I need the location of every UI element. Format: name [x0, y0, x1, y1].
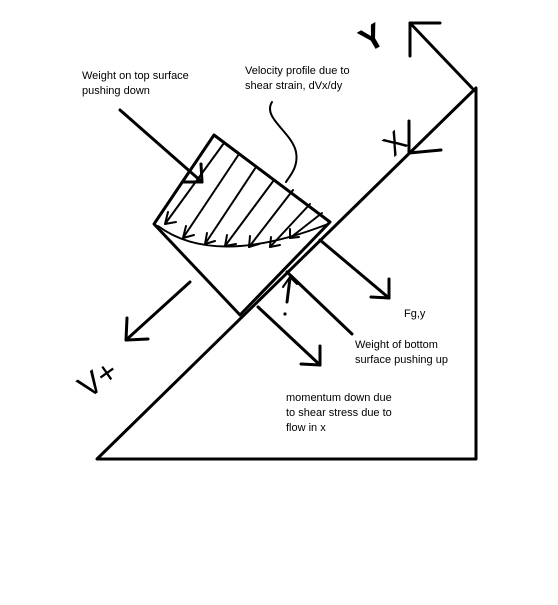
weight-top-arrowhead [182, 162, 204, 184]
momentum-arrowhead [299, 344, 322, 367]
velocity-label-line2: shear strain, dVx/dy [245, 80, 343, 92]
x-axis-arrowhead [407, 119, 443, 155]
weight-top-label-line1: Weight on top surface [82, 70, 189, 82]
vplus-arrow-shaft [124, 280, 192, 342]
hatch-line [182, 153, 240, 239]
velocity-label-line1: Velocity profile due to [245, 65, 350, 77]
vplus-label: V+ [71, 353, 124, 405]
fgy-arrow [318, 238, 391, 300]
hatch-line [248, 189, 294, 248]
velocity-profile-curve [157, 223, 329, 248]
vplus-arrowhead [124, 316, 150, 342]
weight-top-arrow-shaft [118, 108, 204, 184]
weight-bottom-arrow [282, 270, 354, 336]
hatch-arrowhead [182, 225, 195, 239]
weight-bottom-label: Weight of bottom surface pushing up [355, 338, 448, 368]
vplus-arrow [124, 280, 192, 342]
velocity-pointer-line [269, 101, 298, 183]
fgy-arrowhead [369, 277, 391, 300]
y-axis-arrow [408, 21, 474, 90]
hatch-line [289, 212, 323, 239]
hatch-line [224, 179, 275, 247]
momentum-arrow [256, 305, 322, 367]
momentum-label-line1: momentum down due [286, 392, 392, 404]
weight-bottom-dot [283, 312, 287, 316]
momentum-label-line3: flow in x [286, 422, 326, 434]
fgy-label-text: Fg,y [404, 308, 426, 320]
x-axis-arrow [407, 119, 443, 155]
hatch-line [204, 166, 257, 245]
fluid-element [152, 133, 332, 317]
y-axis-label: Y [353, 16, 392, 60]
weight-bottom-up-shaft [285, 276, 292, 304]
momentum-label-line2: to shear stress due to [286, 407, 392, 419]
hatch-arrowhead [204, 232, 216, 245]
weight-top-label-line2: pushing down [82, 85, 150, 97]
y-axis-arrowhead [408, 21, 442, 58]
fgy-arrow-shaft [318, 238, 391, 300]
weight-bottom-up-arrowhead [282, 276, 298, 288]
weight-bottom-pointer-line [285, 270, 354, 336]
weight-top-arrow [118, 108, 204, 184]
fluid-element-outline [152, 133, 332, 317]
weight-bottom-label-line2: surface pushing up [355, 354, 448, 366]
velocity-label: Velocity profile due to shear strain, dV… [245, 64, 350, 94]
y-axis-shaft [408, 21, 474, 90]
momentum-arrow-shaft [256, 305, 322, 367]
hatch-arrowhead [164, 211, 177, 225]
weight-top-label: Weight on top surface pushing down [82, 69, 189, 99]
weight-bottom-label-line1: Weight of bottom [355, 339, 438, 351]
momentum-label: momentum down due to shear stress due to… [286, 391, 392, 436]
fgy-label: Fg,y [404, 307, 425, 322]
